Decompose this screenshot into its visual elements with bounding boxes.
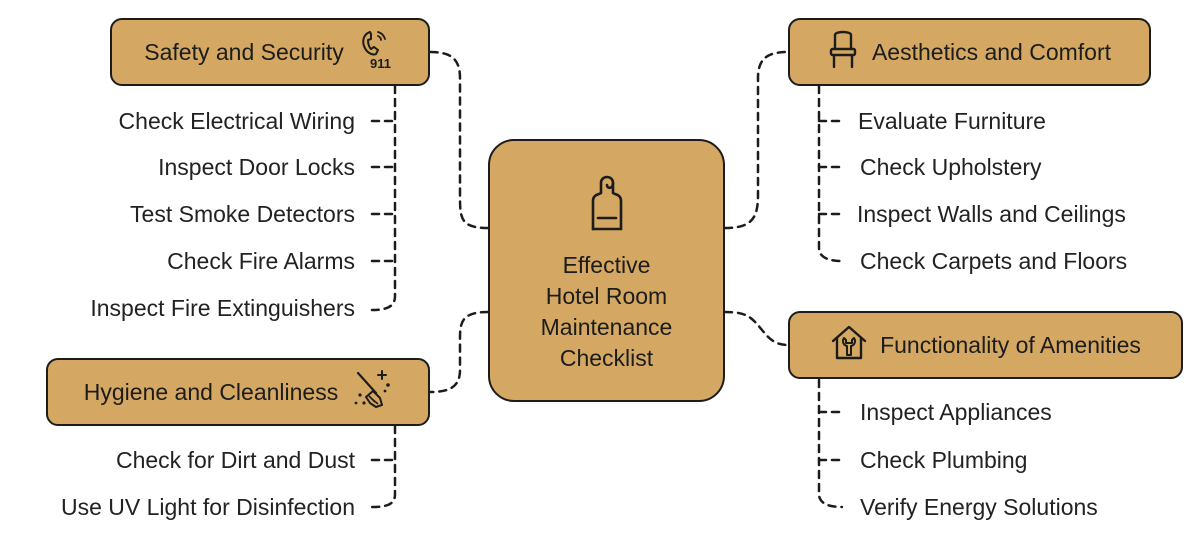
category-title: Functionality of Amenities	[880, 331, 1141, 358]
list-item: Check Plumbing	[860, 447, 1028, 473]
smart-home-wrench-icon	[830, 323, 868, 367]
list-item: Check Electrical Wiring	[118, 108, 355, 134]
category-hygiene-cleanliness: Hygiene and Cleanliness	[46, 358, 430, 426]
category-aesthetics-comfort: Aesthetics and Comfort	[788, 18, 1151, 86]
list-item: Inspect Walls and Ceilings	[857, 201, 1126, 227]
connector-safety	[428, 50, 490, 230]
list-item: Check Upholstery	[860, 154, 1042, 180]
svg-text:911: 911	[370, 56, 391, 70]
broom-sparkle-icon	[352, 367, 392, 417]
chair-icon	[828, 29, 858, 75]
door-hanger-icon	[587, 171, 627, 238]
category-title: Safety and Security	[144, 38, 344, 65]
connector-amenities-items	[817, 378, 844, 509]
category-safety-security: Safety and Security 911	[110, 18, 430, 86]
category-title: Hygiene and Cleanliness	[83, 378, 339, 405]
category-title: Aesthetics and Comfort	[871, 38, 1112, 65]
list-item: Check Fire Alarms	[167, 248, 355, 274]
connector-aesthetics	[723, 50, 790, 230]
category-functionality-amenities: Functionality of Amenities	[788, 311, 1183, 379]
list-item: Check for Dirt and Dust	[115, 447, 355, 473]
connector-amenities	[723, 310, 790, 347]
central-topic: Effective Hotel Room Maintenance Checkli…	[488, 139, 725, 402]
central-title: Effective Hotel Room Maintenance Checkli…	[540, 252, 673, 371]
list-item: Inspect Door Locks	[158, 154, 355, 180]
emergency-phone-icon: 911	[356, 28, 396, 76]
list-item: Inspect Appliances	[860, 399, 1052, 425]
connector-safety-items	[370, 84, 397, 312]
list-item: Inspect Fire Extinguishers	[90, 295, 355, 321]
connector-hygiene	[428, 310, 490, 394]
connector-hygiene-items	[370, 424, 397, 509]
list-item: Use UV Light for Disinfection	[60, 494, 355, 520]
list-item: Verify Energy Solutions	[860, 494, 1098, 520]
list-item: Test Smoke Detectors	[130, 201, 355, 227]
list-item: Check Carpets and Floors	[860, 248, 1128, 274]
connector-aesthetics-items	[817, 84, 844, 263]
list-item: Evaluate Furniture	[858, 108, 1046, 134]
